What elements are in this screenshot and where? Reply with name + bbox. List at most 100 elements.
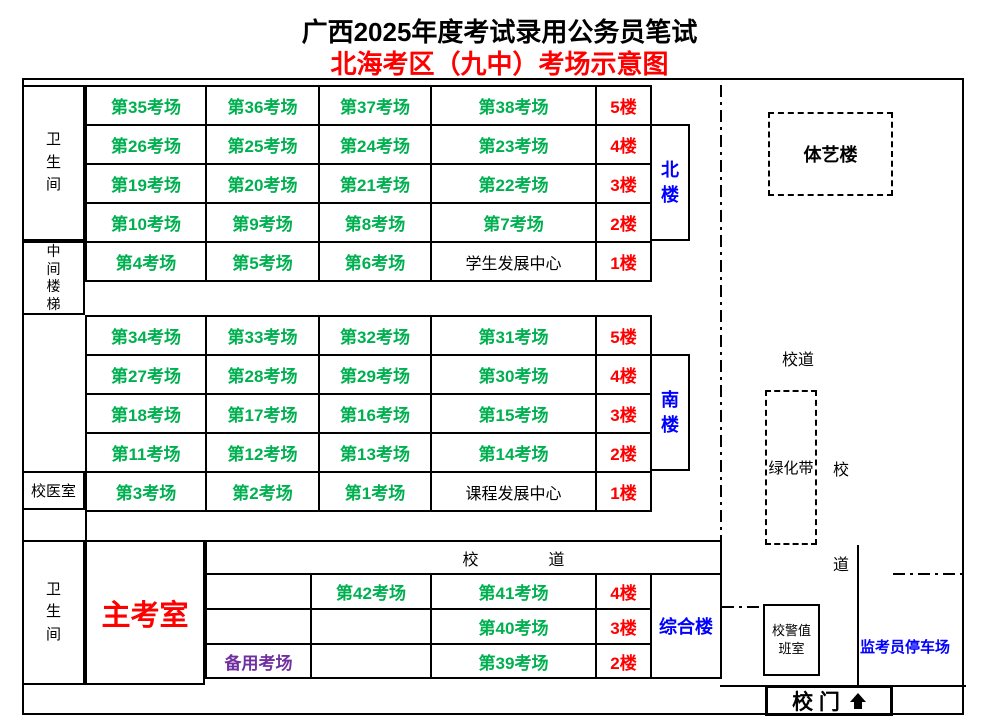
exam-room-cell: 第3考场 — [85, 471, 207, 512]
exam-room-cell: 第2考场 — [205, 471, 320, 512]
exam-room-cell: 第26考场 — [85, 124, 207, 165]
exam-room-cell: 第10考场 — [85, 202, 207, 243]
exam-room-cell: 第17考场 — [205, 393, 320, 434]
exam-room-cell: 第35考场 — [85, 85, 207, 126]
north-building-table: 第35考场 第36考场 第37考场 第38考场 5楼 第26考场 第25考场 第… — [85, 85, 652, 282]
parking-boundary-line — [893, 573, 966, 575]
exam-room-cell: 第13考场 — [318, 432, 432, 473]
wall-segment — [85, 510, 87, 542]
exam-room-cell: 第25考场 — [205, 124, 320, 165]
campus-road-char: 道 — [548, 551, 565, 569]
floor-label: 1楼 — [595, 471, 652, 512]
floor-label: 4楼 — [595, 124, 652, 165]
police-duty-room-box: 校警值班室 — [763, 604, 820, 676]
exam-room-cell: 第30考场 — [430, 354, 597, 395]
middle-stairs-label: 中间楼梯 — [46, 243, 61, 312]
clinic-label: 校医室 — [30, 483, 76, 500]
empty-cell — [205, 573, 312, 610]
exam-room-cell: 第1考场 — [318, 471, 432, 512]
page-subtitle: 北海考区（九中）考场示意图 — [330, 49, 669, 79]
north-building-label-box: 北楼 — [650, 124, 690, 241]
exam-room-cell: 第28考场 — [205, 354, 320, 395]
path-boundary-line — [720, 85, 722, 608]
school-gate-box: 校 门 — [765, 685, 893, 716]
south-building-label-box: 南楼 — [650, 354, 690, 471]
exam-room-cell: 第36考场 — [205, 85, 320, 126]
toilet-south-label: 卫生间 — [45, 580, 61, 643]
floor-label: 1楼 — [595, 241, 652, 282]
floor-label: 2楼 — [595, 643, 652, 679]
exam-room-cell: 第29考场 — [318, 354, 432, 395]
campus-road-label-right: 校道 — [782, 352, 815, 369]
exam-room-cell: 第21考场 — [318, 163, 432, 204]
exam-room-cell: 第16考场 — [318, 393, 432, 434]
exam-room-cell: 第27考场 — [85, 354, 207, 395]
floor-label: 5楼 — [595, 85, 652, 126]
floor-label: 5楼 — [595, 315, 652, 356]
exam-room-cell: 第37考场 — [318, 85, 432, 126]
floor-label: 3楼 — [595, 608, 652, 645]
floor-label: 2楼 — [595, 202, 652, 243]
floor-label: 4楼 — [595, 573, 652, 610]
complex-building-table: 校 道 第42考场 第41考场 4楼 综合楼 第40考场 3楼 备用考场 第39… — [204, 540, 723, 679]
toilet-north-label: 卫生间 — [45, 131, 61, 194]
empty-cell — [310, 643, 432, 679]
exam-room-cell: 第5考场 — [205, 241, 320, 282]
complex-building-label: 综合楼 — [649, 573, 723, 679]
toilet-south-box: 卫生间 — [22, 540, 85, 685]
invigilator-parking-label: 监考员停车场 — [860, 639, 951, 656]
exam-room-cell: 第8考场 — [318, 202, 432, 243]
south-building-label: 南楼 — [661, 390, 679, 435]
road-edge-line — [857, 545, 859, 685]
floor-label: 4楼 — [595, 354, 652, 395]
floor-label: 3楼 — [595, 393, 652, 434]
exam-room-cell: 第33考场 — [205, 315, 320, 356]
exam-room-cell: 第32考场 — [318, 315, 432, 356]
exam-room-cell: 第34考场 — [85, 315, 207, 356]
campus-road-char: 校 — [462, 551, 479, 569]
campus-road-cell: 校 道 — [204, 540, 723, 575]
school-gate-label: 校 门 — [792, 690, 840, 714]
green-belt-box: 绿化带 — [765, 390, 817, 545]
sports-arts-building-box: 体艺楼 — [768, 112, 893, 196]
south-building-table: 第34考场 第33考场 第32考场 第31考场 5楼 第27考场 第28考场 第… — [85, 315, 652, 512]
empty-cell — [310, 608, 432, 645]
green-belt-label: 绿化带 — [768, 460, 814, 477]
exam-room-cell: 第20考场 — [205, 163, 320, 204]
up-arrow-icon — [849, 692, 866, 709]
exam-room-cell: 第14考场 — [430, 432, 597, 473]
toilet-north-box: 卫生间 — [22, 85, 85, 241]
exam-room-cell: 第22考场 — [430, 163, 597, 204]
north-building-label: 北楼 — [661, 160, 679, 205]
campus-boundary — [22, 78, 964, 715]
student-dev-center-cell: 学生发展中心 — [430, 241, 597, 282]
exam-room-cell: 第41考场 — [430, 573, 597, 610]
exam-room-cell: 第39考场 — [430, 643, 597, 679]
empty-cell — [205, 608, 312, 645]
exam-room-cell: 第40考场 — [430, 608, 597, 645]
exam-room-cell: 第9考场 — [205, 202, 320, 243]
clinic-box: 校医室 — [22, 471, 85, 510]
police-duty-room-label: 校警值班室 — [771, 622, 811, 656]
main-exam-office-box: 主考室 — [85, 540, 205, 685]
middle-stairs-box: 中间楼梯 — [22, 241, 85, 315]
exam-room-cell: 第12考场 — [205, 432, 320, 473]
exam-room-cell: 第7考场 — [430, 202, 597, 243]
road-char-bottom: 道 — [833, 557, 850, 574]
road-char-top: 校 — [833, 462, 850, 479]
curriculum-dev-center-cell: 课程发展中心 — [430, 471, 597, 512]
floor-label: 2楼 — [595, 432, 652, 473]
main-exam-office-label: 主考室 — [101, 599, 189, 632]
path-boundary-line — [722, 606, 765, 608]
exam-room-cell: 第4考场 — [85, 241, 207, 282]
exam-room-cell: 第23考场 — [430, 124, 597, 165]
exam-room-cell: 第24考场 — [318, 124, 432, 165]
exam-room-cell: 第6考场 — [318, 241, 432, 282]
exam-room-cell: 第42考场 — [310, 573, 432, 610]
page-title: 广西2025年度考试录用公务员笔试 — [301, 17, 698, 47]
exam-room-cell: 第19考场 — [85, 163, 207, 204]
exam-room-cell: 第18考场 — [85, 393, 207, 434]
sports-arts-building-label: 体艺楼 — [803, 145, 858, 165]
exam-room-cell: 第15考场 — [430, 393, 597, 434]
